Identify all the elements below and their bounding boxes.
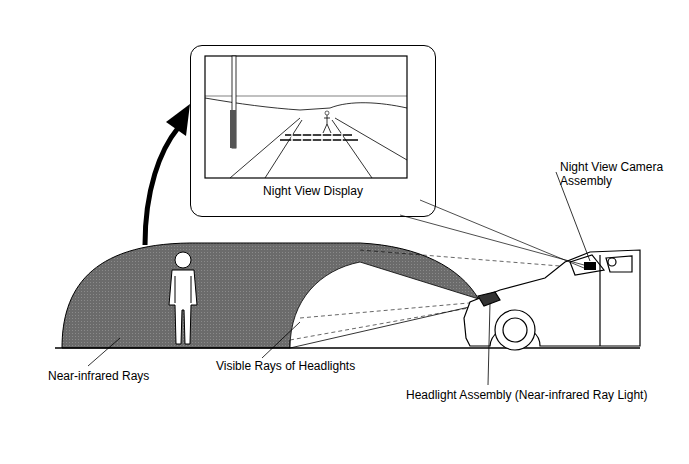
part-label: Headlight Assembly (Near-infrared Ray Li… [406, 388, 647, 402]
beam-edge [360, 250, 585, 268]
beam-edge [300, 302, 480, 318]
part-label: Visible Rays of Headlights [216, 359, 355, 373]
display-caption: Night View Display [191, 184, 435, 198]
part-label: Night View Camera Assembly [560, 160, 670, 188]
view-line [400, 215, 584, 265]
display-frame: Night View Display [190, 45, 436, 217]
display-screen [205, 56, 407, 178]
visible-beam [290, 262, 482, 348]
pedestrian [169, 252, 197, 344]
camera-symbol [584, 262, 596, 270]
curved-arrow [145, 128, 178, 245]
ground-line [55, 347, 640, 349]
part-label: Near-infrared Rays [48, 369, 149, 383]
leader-lines [88, 172, 590, 385]
view-line [420, 200, 584, 268]
car [464, 250, 640, 350]
beam-edge [290, 306, 480, 340]
arrowhead [166, 104, 190, 136]
